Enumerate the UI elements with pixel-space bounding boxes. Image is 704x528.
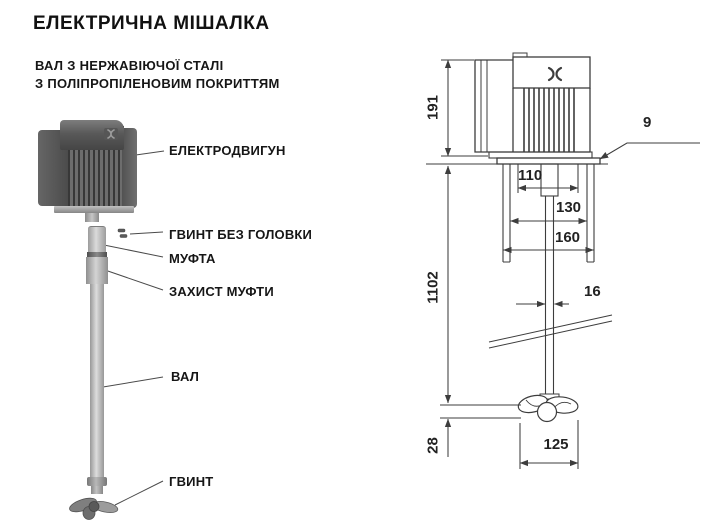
propeller-outline	[517, 394, 579, 423]
brand-mark-icon	[547, 66, 563, 82]
label-headless-screw: ГВИНТ БЕЗ ГОЛОВКИ	[169, 227, 313, 242]
dim-plate-width: 160	[555, 229, 581, 246]
material-note-line2: З ПОЛІПРОПІЛЕНОВИМ ПОКРИТТЯМ	[35, 76, 280, 91]
motor-shaft-stub	[85, 213, 99, 222]
label-motor: ЕЛЕКТРОДВИГУН	[169, 143, 286, 158]
shaft-collar	[87, 477, 107, 486]
motor-base-flange	[54, 206, 134, 213]
label-coupling-guard: ЗАХИСТ МУФТИ	[169, 284, 274, 299]
dimension-lines	[440, 59, 700, 469]
dim-propeller-diameter: 125	[543, 436, 569, 453]
label-propeller: ГВИНТ	[169, 474, 214, 489]
coupling-ring	[87, 252, 107, 257]
dim-motor-height: 191	[424, 94, 442, 121]
label-coupling: МУФТА	[169, 251, 216, 266]
coupling-part	[88, 226, 106, 253]
dim-plate-thickness: 9	[643, 114, 652, 131]
propeller-left-illustration	[69, 497, 119, 520]
dim-hole-spacing-outer: 130	[556, 199, 582, 216]
material-note-line1: ВАЛ З НЕРЖАВІЮЧОЇ СТАЛІ	[35, 58, 224, 73]
shaft-assembly-illustration	[84, 226, 110, 494]
headless-screws-icon	[117, 228, 128, 238]
dim-propeller-height: 28	[424, 437, 442, 454]
motor-illustration	[38, 118, 138, 222]
dim-shaft-length: 1102	[424, 271, 442, 304]
coupling-guard-part	[86, 257, 108, 284]
technical-drawing	[426, 52, 613, 423]
shaft-part	[90, 284, 104, 477]
dim-shaft-diameter: 16	[584, 283, 601, 300]
shaft-tip	[91, 486, 103, 494]
dim-hole-spacing-inner: 110	[518, 167, 543, 184]
motor-right-endcap	[122, 128, 137, 208]
label-shaft: ВАЛ	[171, 369, 200, 384]
page-title: ЕЛЕКТРИЧНА МІШАЛКА	[33, 13, 270, 34]
motor-terminal-box	[60, 120, 124, 150]
motor-logo-icon	[104, 128, 118, 140]
